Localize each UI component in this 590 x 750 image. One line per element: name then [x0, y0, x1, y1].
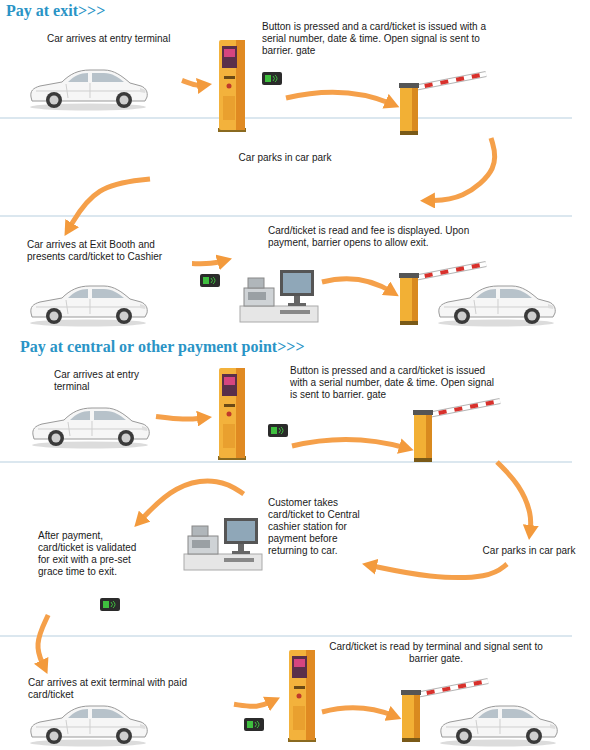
flow-arrow: [156, 416, 204, 419]
step-caption: Customer takes card/ticket to Central ca…: [268, 497, 360, 557]
exit-terminal: [288, 650, 316, 742]
step-box: Car parks in car park: [150, 148, 420, 210]
step-caption: Card/ticket is read by terminal and sign…: [318, 641, 554, 665]
step-box: Car parks in car park: [474, 540, 584, 564]
card-icon: [100, 598, 120, 611]
step-box: Button is pressed and a card/ticket is i…: [212, 362, 512, 462]
step-box: Car arrives at Exit Booth and presents c…: [22, 236, 192, 328]
section-heading: Pay at central or other payment point>>>: [20, 337, 305, 356]
flow-arrow: [497, 462, 531, 532]
card-icon: [244, 718, 264, 731]
step-box: Card/ticket is read and fee is displayed…: [232, 222, 557, 326]
card-icon: [268, 424, 288, 437]
entry-terminal: [218, 40, 246, 132]
signal-arrow: [322, 708, 394, 716]
cashier-station: [184, 518, 262, 570]
flow-arrow: [140, 481, 244, 521]
step-caption: Card/ticket is read and fee is displayed…: [268, 225, 473, 249]
signal-arrow: [292, 439, 406, 448]
step-caption: Car parks in car park: [150, 152, 420, 164]
flow-arrow: [182, 80, 204, 85]
flow-arrow: [428, 138, 495, 201]
car-illustration: [30, 70, 147, 111]
step-caption: Car arrives at exit terminal with paid c…: [28, 677, 232, 701]
step-box: Card/ticket is read by terminal and sign…: [280, 638, 556, 746]
flow-arrow: [370, 564, 507, 577]
step-box: Car arrives at exit terminal with paid c…: [22, 674, 234, 746]
signal-arrow: [286, 92, 392, 104]
divider-line: [0, 462, 572, 463]
step-caption: After payment, card/ticket is validated …: [38, 530, 150, 578]
divider-line: [0, 636, 572, 637]
car-illustration: [438, 286, 555, 327]
step-caption: Car arrives at entry terminal: [54, 369, 154, 393]
flow-arrow: [234, 701, 273, 706]
barrier-gate: [399, 74, 486, 135]
entry-terminal: [218, 368, 246, 460]
flow-arrow: [69, 179, 150, 229]
step-caption: Button is pressed and a card/ticket is i…: [262, 21, 508, 57]
flow-arrow: [192, 261, 224, 264]
step-box: Customer takes card/ticket to Central ca…: [180, 494, 362, 576]
step-caption: Car arrives at entry terminal: [47, 33, 180, 45]
car-illustration: [32, 408, 149, 449]
cashier-station: [240, 270, 318, 322]
flow-arrow: [38, 615, 48, 667]
step-box: After payment, card/ticket is validated …: [34, 527, 152, 615]
car-illustration: [440, 706, 557, 747]
step-caption: Car parks in car park: [474, 545, 584, 557]
car-illustration: [30, 706, 147, 747]
step-caption: Button is pressed and a card/ticket is i…: [290, 365, 498, 401]
section-heading: Pay at exit>>>: [6, 1, 105, 20]
step-box: Car arrives at entry terminal: [22, 30, 182, 114]
divider-line: [0, 118, 572, 119]
card-icon: [200, 274, 220, 287]
card-icon: [262, 72, 282, 85]
divider-line: [0, 216, 572, 217]
step-box: Car arrives at entry terminal: [26, 366, 156, 450]
car-illustration: [30, 286, 147, 327]
step-caption: Car arrives at Exit Booth and presents c…: [27, 239, 190, 263]
step-box: Button is pressed and a card/ticket is i…: [212, 18, 512, 138]
signal-arrow: [322, 279, 392, 292]
barrier-gate: [413, 401, 500, 462]
